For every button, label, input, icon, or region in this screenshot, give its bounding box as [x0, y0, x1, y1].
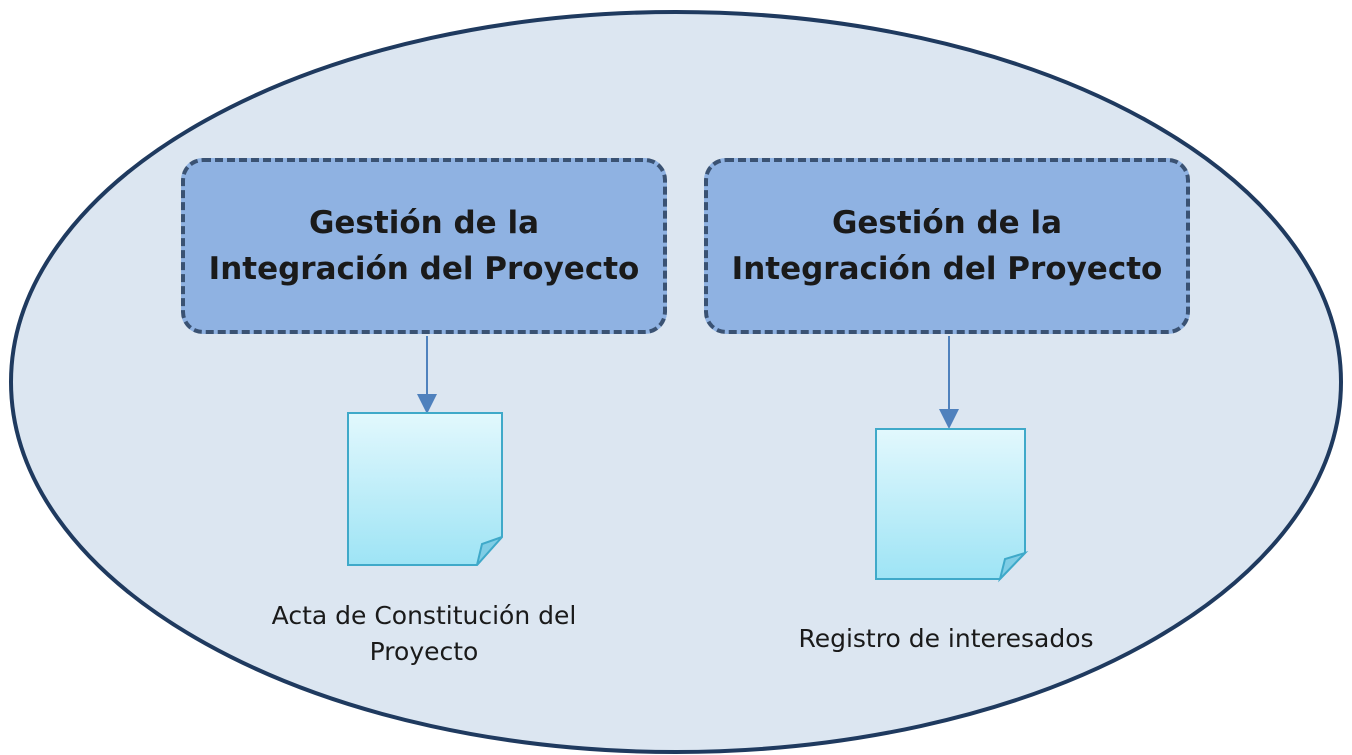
process-box-left: Gestión de la Integración del Proyecto	[181, 158, 667, 334]
document-caption-left: Acta de Constitución del Proyecto	[271, 601, 577, 667]
document-icon-left	[347, 412, 503, 566]
scope-ellipse	[9, 10, 1343, 754]
document-icon-right	[875, 428, 1029, 583]
process-title-right: Gestión de la Integración del Proyecto	[731, 204, 1163, 288]
document-caption-right: Registro de interesados	[798, 624, 1094, 653]
process-title-left: Gestión de la Integración del Proyecto	[208, 204, 640, 288]
process-box-right: Gestión de la Integración del Proyecto	[704, 158, 1190, 334]
